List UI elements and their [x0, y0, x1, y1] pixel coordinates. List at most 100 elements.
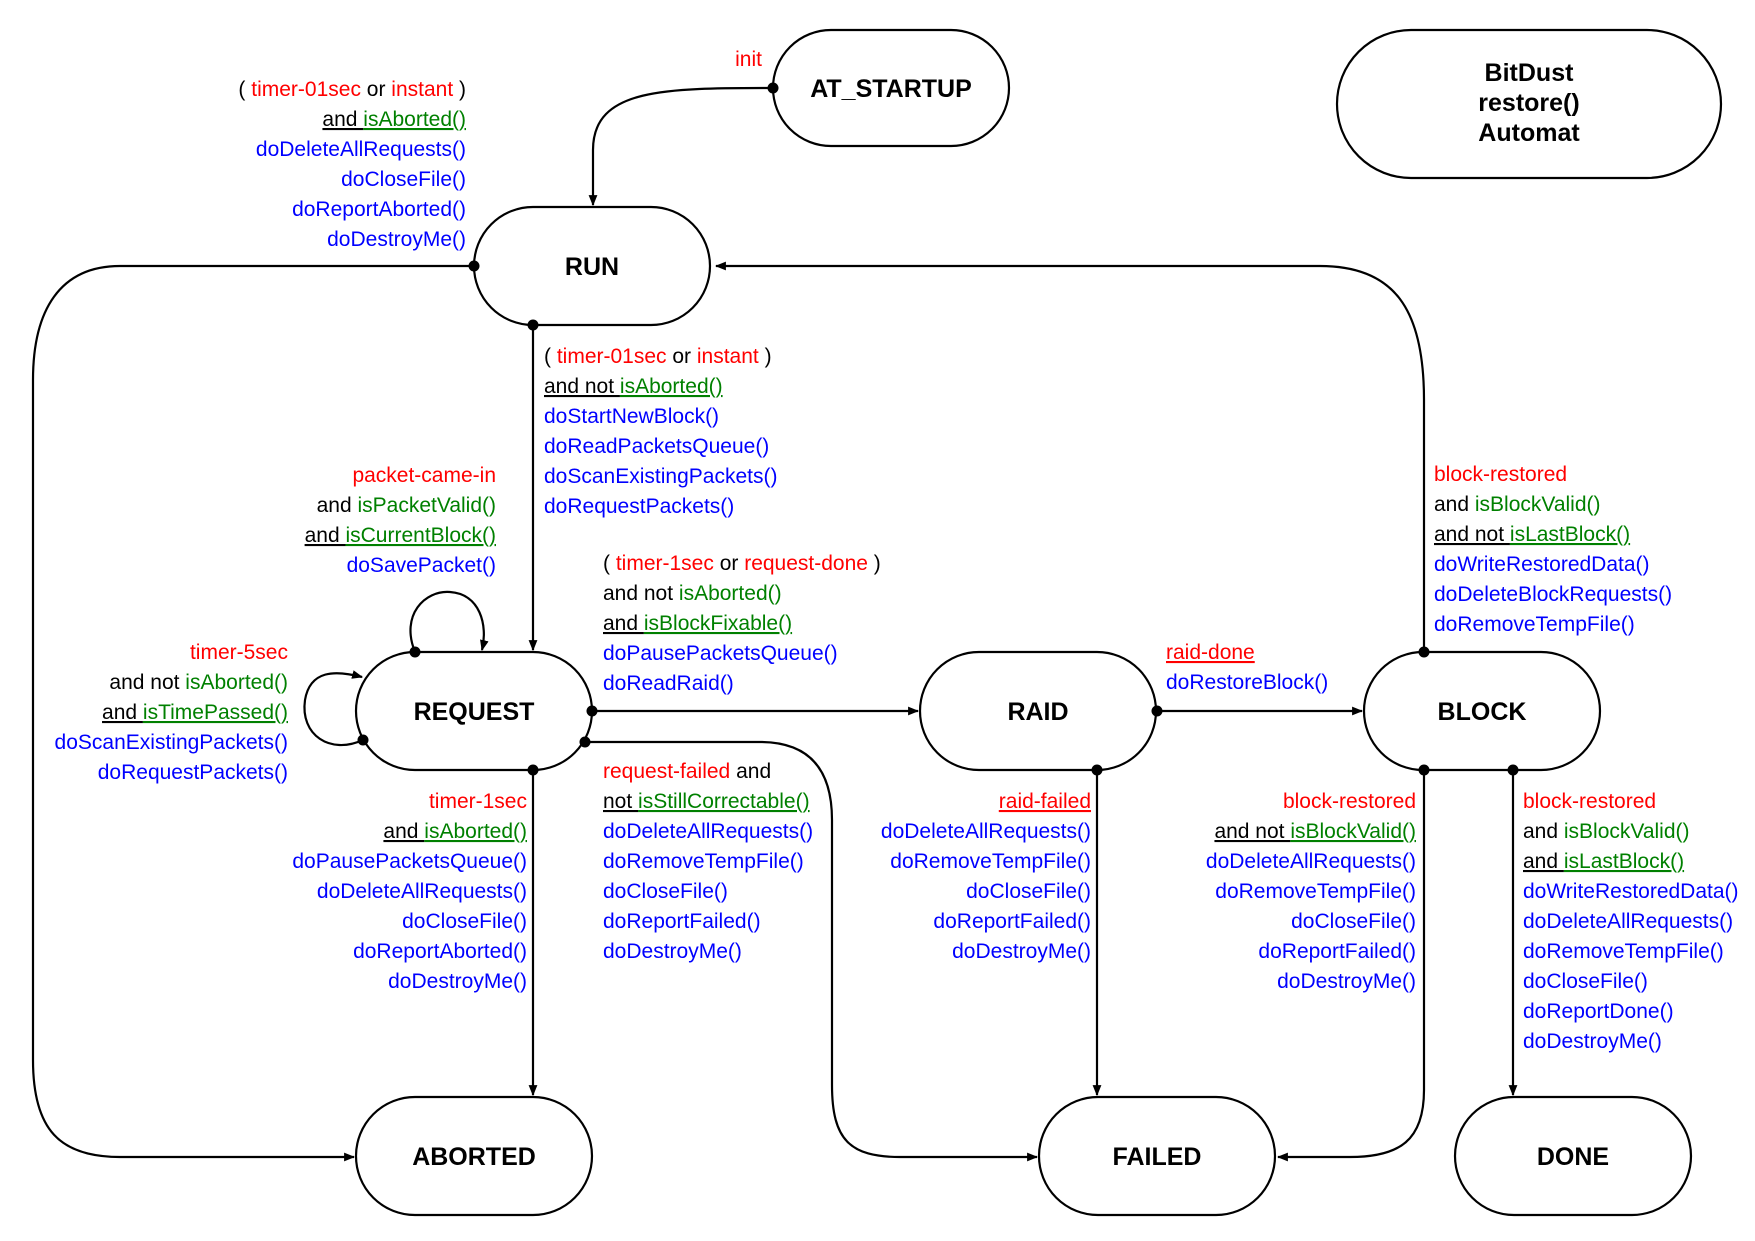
transition-label-segment: timer-01sec: [557, 345, 667, 368]
transition-label-segment: doReportFailed(): [603, 910, 761, 933]
transition-label-segment: and: [322, 108, 363, 131]
transition-label-line: doCloseFile(): [402, 910, 527, 933]
transition-label-segment: doCloseFile(): [1523, 970, 1648, 993]
transition-label-line: doReportFailed(): [1258, 940, 1416, 963]
transition-label-line: and isTimePassed(): [102, 701, 288, 724]
transition-label-line: doRemoveTempFile(): [603, 850, 804, 873]
transition-label-segment: not: [603, 790, 638, 813]
transition-label-line: doDestroyMe(): [388, 970, 527, 993]
state-aborted: ABORTED: [354, 1095, 594, 1217]
transition-label-segment: doRequestPackets(): [544, 495, 734, 518]
transition-label-line: doDeleteAllRequests(): [603, 820, 813, 843]
transition-label-segment: timer-5sec: [190, 641, 288, 664]
transition-label-line: ( timer-1sec or request-done ): [603, 552, 881, 575]
transition-label-line: doCloseFile(): [603, 880, 728, 903]
transition-label-segment: doRestoreBlock(): [1166, 671, 1328, 694]
label-init: init: [735, 48, 762, 71]
title-box: BitDust restore() Automat: [1335, 28, 1723, 180]
transition-label-segment: doStartNewBlock(): [544, 405, 719, 428]
state-block: BLOCK: [1362, 650, 1602, 772]
transition-label-line: doReportFailed(): [603, 910, 761, 933]
state-label-aborted: ABORTED: [412, 1143, 536, 1171]
label-raid-to-block: raid-done doRestoreBlock(): [1166, 641, 1328, 694]
transition-label-segment: doRemoveTempFile(): [1434, 613, 1635, 636]
transition-label-segment: doReadRaid(): [603, 672, 734, 695]
transition-label-segment: and: [317, 494, 358, 517]
transition-label-segment: (: [544, 345, 557, 368]
edge-request-failed: [585, 740, 1039, 1162]
transition-label-segment: doWriteRestoredData(): [1434, 553, 1650, 576]
transition-label-segment: isAborted(): [185, 671, 288, 694]
transition-label-line: doCloseFile(): [1291, 910, 1416, 933]
transition-label-segment: and: [1523, 850, 1564, 873]
transition-label-segment: and not: [544, 375, 620, 398]
transition-label-line: raid-failed: [999, 790, 1091, 813]
transition-label-segment: timer-1sec: [616, 552, 714, 575]
state-label-request: REQUEST: [414, 698, 535, 726]
transition-label-segment: doRequestPackets(): [98, 761, 288, 784]
state-label-done: DONE: [1537, 1143, 1609, 1171]
transition-label-segment: instant: [697, 345, 759, 368]
transition-label-segment: doDeleteAllRequests(): [1206, 850, 1416, 873]
transition-label-segment: packet-came-in: [352, 464, 496, 487]
transition-label-line: and not isAborted(): [109, 671, 288, 694]
transition-label-segment: doDeleteAllRequests(): [603, 820, 813, 843]
transition-edges: [31, 86, 1518, 1162]
transition-label-segment: timer-01sec: [251, 78, 361, 101]
transition-label-segment: and: [383, 820, 424, 843]
transition-label-line: doDeleteAllRequests(): [317, 880, 527, 903]
edge-block-failed: [1276, 770, 1426, 1162]
transition-label-line: and isBlockValid(): [1434, 493, 1601, 516]
state-request: REQUEST: [354, 650, 594, 772]
transition-label-segment: and: [1523, 820, 1564, 843]
transition-label-line: and isCurrentBlock(): [305, 524, 496, 547]
transition-label-line: doDeleteAllRequests(): [881, 820, 1091, 843]
transition-label-line: and not isAborted(): [544, 375, 723, 398]
transition-label-segment: doCloseFile(): [966, 880, 1091, 903]
transition-label-segment: ): [868, 552, 881, 575]
label-run-to-request: ( timer-01sec or instant )and not isAbor…: [544, 345, 777, 518]
transition-label-line: doWriteRestoredData(): [1434, 553, 1650, 576]
transition-label-segment: and: [730, 760, 771, 783]
label-request-to-raid: ( timer-1sec or request-done )and not is…: [603, 552, 881, 695]
transition-label-line: doWriteRestoredData(): [1523, 880, 1739, 903]
transition-source-dots: [357, 82, 1519, 776]
transition-label-segment: doRemoveTempFile(): [603, 850, 804, 873]
transition-label-line: and isBlockFixable(): [603, 612, 792, 635]
edge-packet-came-in: [409, 590, 489, 653]
transition-label-line: doPausePacketsQueue(): [292, 850, 527, 873]
transition-label-line: doDeleteBlockRequests(): [1434, 583, 1672, 606]
state-label-run: RUN: [565, 253, 619, 281]
transition-label-segment: ): [453, 78, 466, 101]
transition-label-line: init: [735, 48, 762, 71]
transition-label-line: doRestoreBlock(): [1166, 671, 1328, 694]
transition-label-line: and not isBlockValid(): [1214, 820, 1416, 843]
transition-label-segment: or: [361, 78, 391, 101]
transition-label-line: doReportAborted(): [353, 940, 527, 963]
transition-label-line: block-restored: [1283, 790, 1416, 813]
transition-label-line: doRequestPackets(): [98, 761, 288, 784]
transition-label-line: doRemoveTempFile(): [890, 850, 1091, 873]
transition-label-line: raid-done: [1166, 641, 1255, 664]
transition-label-segment: doScanExistingPackets(): [55, 731, 288, 754]
transition-label-segment: isBlockFixable(): [644, 612, 792, 635]
state-done: DONE: [1453, 1095, 1693, 1217]
transition-label-segment: isAborted(): [679, 582, 782, 605]
transition-label-line: doScanExistingPackets(): [544, 465, 777, 488]
transition-label-segment: doDeleteAllRequests(): [317, 880, 527, 903]
transition-label-segment: doRemoveTempFile(): [1215, 880, 1416, 903]
transition-label-line: doDeleteAllRequests(): [1206, 850, 1416, 873]
transition-label-segment: isBlockValid(): [1564, 820, 1690, 843]
transition-label-line: doDeleteAllRequests(): [1523, 910, 1733, 933]
transition-label-segment: and not: [1214, 820, 1290, 843]
transition-label-segment: doCloseFile(): [341, 168, 466, 191]
transition-label-segment: block-restored: [1523, 790, 1656, 813]
transition-label-segment: doReportFailed(): [1258, 940, 1416, 963]
transition-label-segment: doReportDone(): [1523, 1000, 1674, 1023]
transition-label-segment: and not: [109, 671, 185, 694]
transition-label-segment: isAborted(): [363, 108, 466, 131]
transition-labels: init ( timer-01sec or instant ) and isAbo…: [55, 48, 1739, 1053]
